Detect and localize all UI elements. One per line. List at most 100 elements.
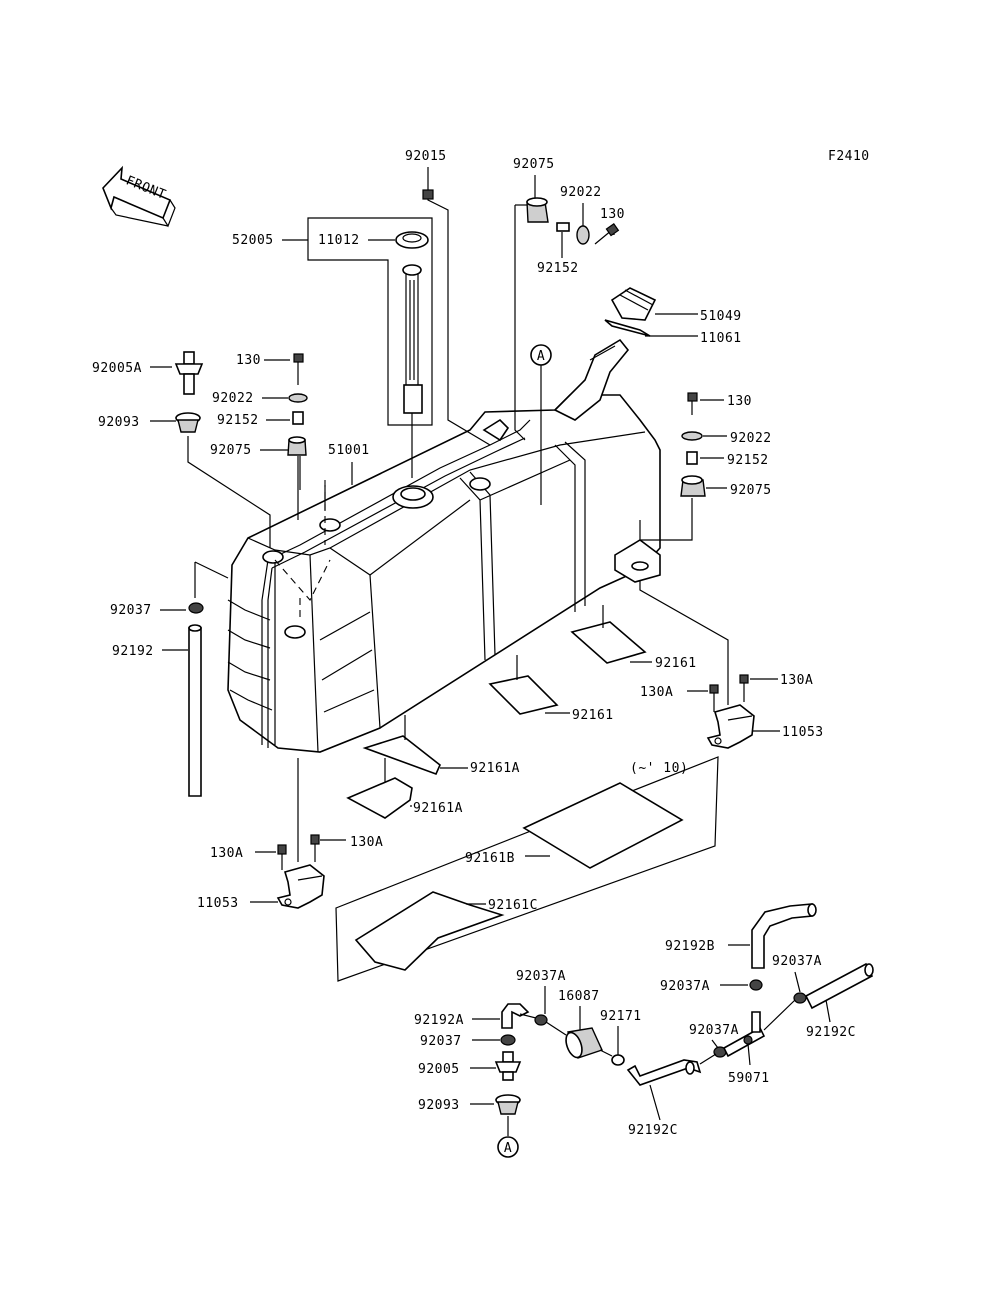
bracket-11053-right [706, 704, 755, 749]
svg-text:A: A [504, 1141, 512, 1156]
label-92192: 92192 [112, 644, 154, 659]
label-92152-right: 92152 [727, 453, 769, 468]
fuel-level-gauge [402, 264, 423, 414]
bolt-130-top [594, 223, 620, 245]
bolt-130-right [687, 392, 698, 415]
hose-92192b [751, 903, 817, 969]
fitting-92005a [174, 351, 204, 395]
label-51001: 51001 [328, 443, 370, 458]
gasket-11061 [604, 319, 651, 337]
bolt-130-left [293, 353, 304, 385]
collar-92152-left [292, 411, 304, 425]
clip-92015 [422, 189, 434, 200]
label-92093-bottom: 92093 [418, 1098, 460, 1113]
label-92161a-upper: 92161A [470, 761, 520, 776]
pad-92161c [354, 891, 505, 971]
hose-92192a [501, 1003, 530, 1029]
label-92037a-2: 92037A [660, 979, 710, 994]
label-130-top: 130 [600, 207, 625, 222]
label-92015: 92015 [405, 149, 447, 164]
label-92192c-right: 92192C [806, 1025, 856, 1040]
pad-92161-lower [488, 675, 559, 715]
grommet-92093-left [175, 412, 201, 433]
label-92037a-1: 92037A [516, 969, 566, 984]
label-92161-lower: 92161 [572, 708, 614, 723]
label-92152-top: 92152 [537, 261, 579, 276]
label-130a-l2: 130A [350, 835, 383, 850]
figure-code: F2410 [828, 149, 870, 164]
label-92161b: 92161B [465, 851, 515, 866]
label-92161-upper: 92161 [655, 656, 697, 671]
collar-92152-right [686, 451, 698, 465]
fitting-92005 [494, 1051, 522, 1081]
tee-joint-59071 [722, 1011, 766, 1058]
grommet-92075-top [526, 197, 549, 223]
label-92037: 92037 [110, 603, 152, 618]
label-92037a-3: 92037A [772, 954, 822, 969]
hose-92192c-bottom [626, 1059, 702, 1086]
variant-note: (~' 10) [630, 761, 688, 776]
label-92161c: 92161C [488, 898, 538, 913]
label-11053-left: 11053 [197, 896, 239, 911]
label-92037a-4: 92037A [689, 1023, 739, 1038]
label-92005: 92005 [418, 1062, 460, 1077]
svg-text:A: A [537, 349, 545, 364]
label-130a-r2: 130A [780, 673, 813, 688]
ref-marker-a-bottom: A [497, 1136, 519, 1158]
washer-92022-top [576, 225, 590, 245]
label-59071: 59071 [728, 1071, 770, 1086]
bolt-130a-r2 [739, 674, 749, 702]
gasket-11012 [395, 231, 429, 249]
pad-92161b [522, 782, 684, 869]
label-92192b: 92192B [665, 939, 715, 954]
grommet-92075-left [287, 436, 307, 456]
label-11061: 11061 [700, 331, 742, 346]
label-92075-top: 92075 [513, 157, 555, 172]
collar-92152-top [556, 222, 570, 232]
front-direction-arrow: FRONT [102, 165, 176, 228]
bolt-130a-l1 [277, 844, 287, 870]
label-11053-right: 11053 [782, 725, 824, 740]
washer-92022-right [681, 431, 703, 441]
hose-92192 [188, 624, 202, 797]
label-130a-l1: 130A [210, 846, 243, 861]
label-92037-bottom: 92037 [420, 1034, 462, 1049]
label-92075-left: 92075 [210, 443, 252, 458]
label-16087: 16087 [558, 989, 600, 1004]
label-92152-left: 92152 [217, 413, 259, 428]
label-52005: 52005 [232, 233, 274, 248]
label-92075-right: 92075 [730, 483, 772, 498]
grommet-92075-right [680, 475, 706, 497]
pad-92161a-lower [346, 777, 413, 819]
label-92171: 92171 [600, 1009, 642, 1024]
grommet-92093-bottom [495, 1094, 521, 1115]
clamp-92037 [188, 602, 204, 614]
label-92022-left: 92022 [212, 391, 254, 406]
hose-92192c-right [804, 962, 874, 1010]
label-92005a: 92005A [92, 361, 142, 376]
label-92192a: 92192A [414, 1013, 464, 1028]
pad-92161a-upper [362, 735, 441, 776]
label-92022-top: 92022 [560, 185, 602, 200]
label-92192c-bottom: 92192C [628, 1123, 678, 1138]
filler-cap-51049 [610, 287, 657, 321]
clamp-92037-bottom [500, 1034, 516, 1046]
label-11012: 11012 [318, 233, 360, 248]
washer-92022-left [288, 393, 308, 403]
fuel-tank [227, 338, 661, 753]
bolt-130a-r1 [709, 684, 719, 712]
bolt-130a-l2 [310, 834, 320, 862]
pad-92161-upper [570, 621, 647, 664]
clamp-92171 [611, 1054, 625, 1066]
label-130-right: 130 [727, 394, 752, 409]
bracket-11053-left [276, 864, 325, 909]
label-92022-right: 92022 [730, 431, 772, 446]
label-51049: 51049 [700, 309, 742, 324]
clamp-92037a-1 [534, 1014, 548, 1026]
label-130a-r1: 130A [640, 685, 673, 700]
clamp-92037a-2 [749, 979, 763, 991]
label-92093-left: 92093 [98, 415, 140, 430]
ref-marker-a-top: A [530, 344, 552, 366]
fuel-filter-16087 [545, 1021, 613, 1059]
